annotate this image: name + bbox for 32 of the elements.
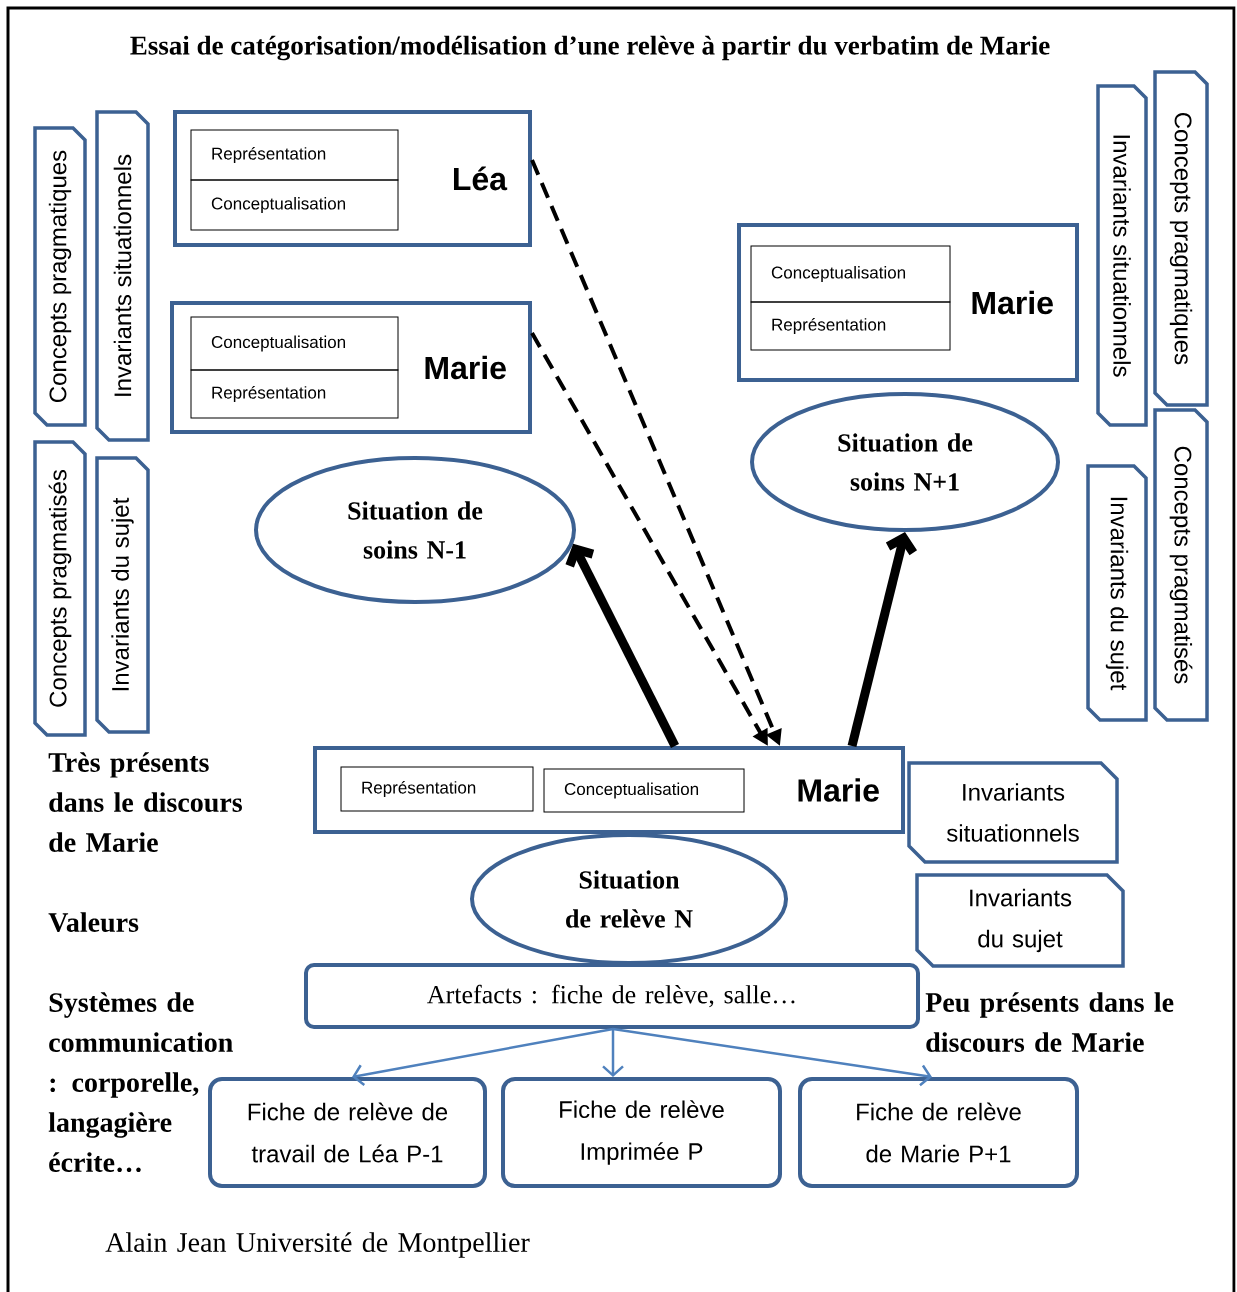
side-note: Valeurs [48,912,139,933]
table-cell: Représentation [190,129,399,181]
category-box: Concepts pragmatiques [1153,70,1209,407]
side-note: Peu présents dans le discours de Marie [925,992,1174,1052]
category-box: Concepts pragmatisés [33,440,87,737]
credit-text: Alain Jean Université de Montpellier [105,1232,530,1258]
arrow [352,1027,614,1086]
table-cell: Représentation [750,301,951,351]
table-cell: Représentation [190,369,399,419]
artefact-box: Artefacts : fiche de relève, salle… [304,963,920,1029]
category-box: Invariants situationnels [95,110,150,442]
arrow [847,532,918,748]
table-cell: Conceptualisation [190,179,399,231]
category-box: Invariants du sujet [915,873,1125,968]
arrow [602,1029,624,1077]
document-box: Fiche de relève Imprimée P [501,1077,782,1188]
category-box: Invariants du sujet [1086,464,1148,722]
table-cell: Représentation [340,766,534,812]
arrow [565,543,680,749]
arrow [612,1027,932,1087]
title: Essai de catégorisation/modélisation d’une relève à partir du verbatim de Marie [130,35,1050,61]
side-note: Très présents dans le discours de Marie [48,752,242,852]
category-box: Concepts pragmatisés [1153,408,1209,722]
category-box: Invariants situationnels [907,761,1119,864]
category-box: Concepts pragmatiques [33,126,87,427]
category-box: Invariants du sujet [95,456,150,734]
document-box: Fiche de relève de travail de Léa P-1 [208,1077,487,1188]
table-cell: Conceptualisation [750,245,951,303]
table-cell: Conceptualisation [190,316,399,371]
category-box: Invariants situationnels [1096,84,1148,427]
table-cell: Conceptualisation [543,768,745,813]
document-box: Fiche de relève de Marie P+1 [798,1077,1079,1188]
